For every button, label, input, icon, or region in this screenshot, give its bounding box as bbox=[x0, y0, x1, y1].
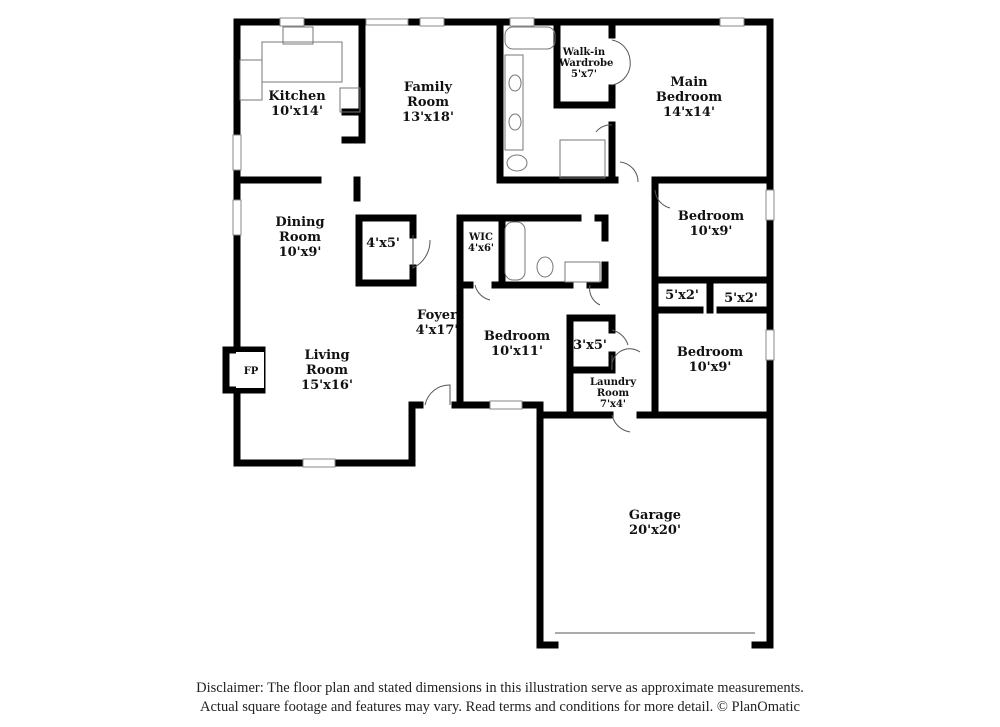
closet-4x5-label: 4'x5' bbox=[366, 236, 400, 251]
disclaimer-line-1: Disclaimer: The floor plan and stated di… bbox=[196, 680, 804, 696]
windows bbox=[232, 17, 775, 468]
disclaimer-line-2: Actual square footage and features may v… bbox=[200, 699, 800, 715]
fixtures bbox=[239, 26, 606, 283]
closet-3x5-label: 3'x5' bbox=[573, 338, 607, 353]
closet-a-label: 5'x2' bbox=[665, 288, 699, 303]
doors bbox=[412, 39, 755, 634]
walls bbox=[233, 18, 774, 649]
closet-b-label: 5'x2' bbox=[724, 291, 758, 306]
fireplace-label: FP bbox=[243, 366, 259, 377]
